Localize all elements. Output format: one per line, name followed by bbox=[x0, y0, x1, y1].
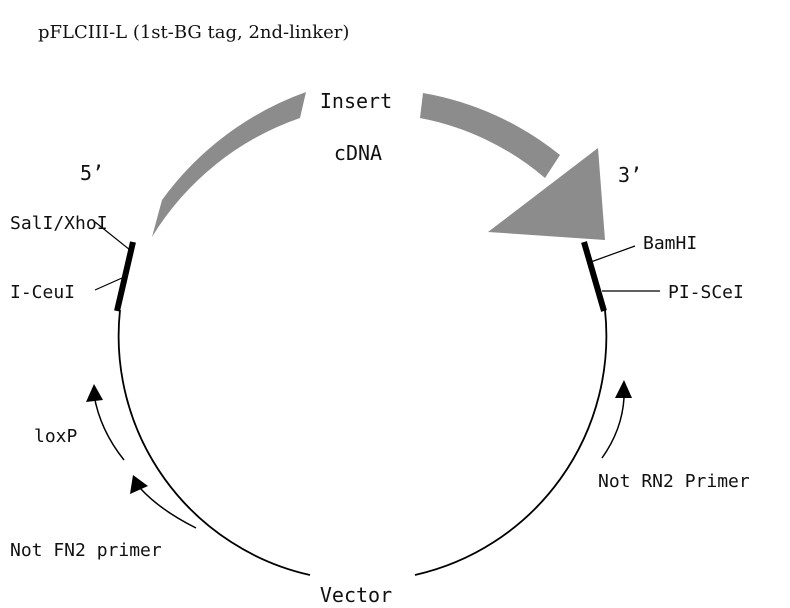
left-site-bar bbox=[114, 241, 136, 312]
five-prime-label: 5’ bbox=[80, 161, 104, 185]
bamhi-label: BamHI bbox=[643, 233, 697, 254]
not-rn2-arrow bbox=[601, 397, 625, 459]
vector-backbone-right-arc bbox=[414, 309, 608, 576]
insert-arrow-left bbox=[152, 92, 306, 237]
three-prime-label: 3’ bbox=[618, 163, 642, 187]
diagram-title: pFLCIII-L (1st-BG tag, 2nd-linker) bbox=[38, 22, 349, 43]
sali-xhoi-leader bbox=[94, 221, 131, 251]
bamhi-leader bbox=[587, 245, 636, 264]
loxp-arrow-head bbox=[86, 384, 103, 402]
vector-backbone-left-arc bbox=[117, 309, 311, 576]
i-ceui-label: I-CeuI bbox=[10, 282, 75, 303]
pi-scei-label: PI-SCeI bbox=[668, 282, 744, 303]
not-rn2-arrow-head bbox=[615, 380, 632, 398]
loxp-arrow bbox=[93, 394, 125, 461]
sali-xhoi-label: SalI/XhoI bbox=[10, 213, 108, 234]
not-rn2-primer-label: Not RN2 Primer bbox=[598, 471, 750, 492]
not-fn2-arrow-head bbox=[130, 475, 148, 494]
insert-label-line2: cDNA bbox=[334, 141, 382, 165]
right-site-bar bbox=[581, 241, 607, 312]
insert-arrow-right bbox=[420, 93, 560, 178]
not-fn2-arrow bbox=[139, 487, 197, 529]
vector-label: Vector bbox=[320, 583, 392, 607]
insert-label-line1: Insert bbox=[320, 89, 392, 113]
not-fn2-primer-label: Not FN2 primer bbox=[10, 540, 162, 561]
loxp-label: loxP bbox=[34, 426, 78, 447]
insert-arrow-head bbox=[488, 148, 605, 240]
i-ceui-leader bbox=[94, 277, 123, 291]
